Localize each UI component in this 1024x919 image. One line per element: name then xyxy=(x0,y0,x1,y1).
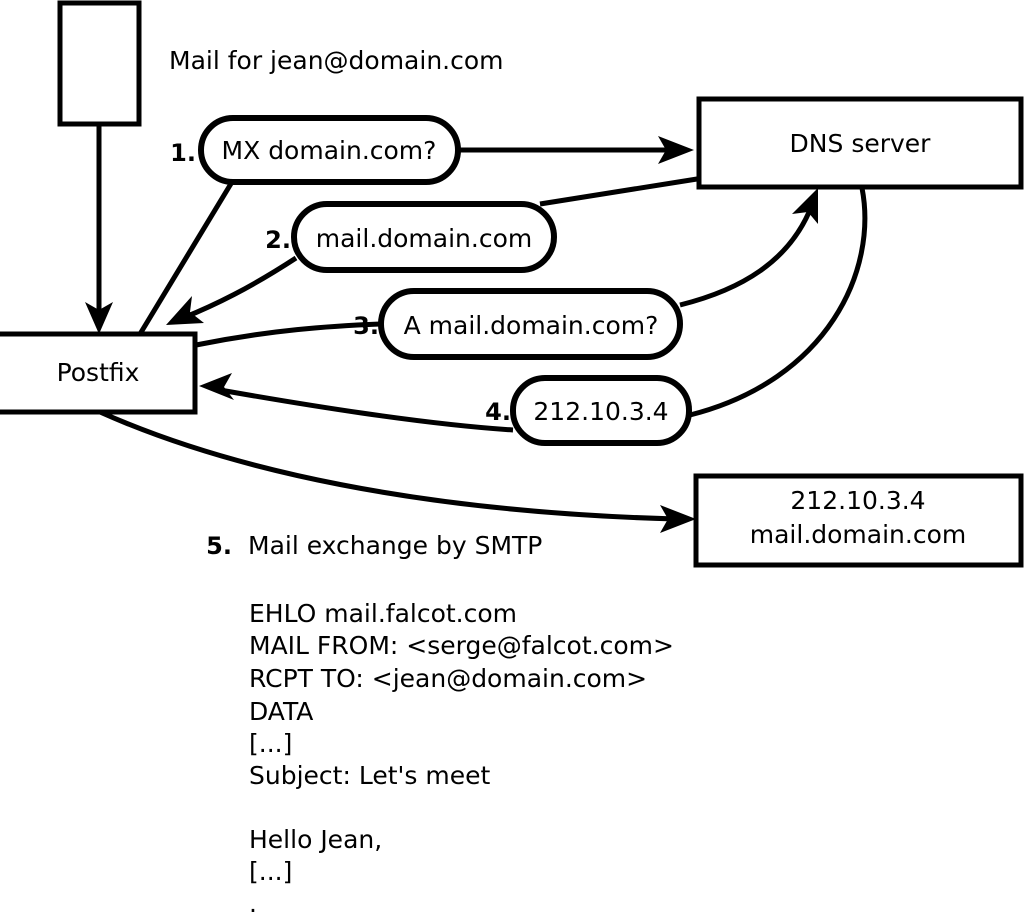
step-1-number: 1. xyxy=(170,139,196,167)
smtp-line-1: EHLO mail.falcot.com xyxy=(249,599,517,628)
step-5-number: 5. xyxy=(206,532,232,560)
edge-step3-to-dns xyxy=(679,188,818,308)
postfix-label: Postfix xyxy=(57,358,140,387)
edge-postfix-to-mailserver xyxy=(98,409,696,533)
step-3-bubble[interactable]: A mail.domain.com? xyxy=(378,288,683,360)
dns-server-label: DNS server xyxy=(790,129,932,158)
edge-step2-to-postfix xyxy=(166,255,298,325)
mail-server-hostname: mail.domain.com xyxy=(750,520,966,549)
edge-postfix-to-step1 xyxy=(137,180,235,336)
step-2-text: mail.domain.com xyxy=(316,224,532,253)
mail-for-caption: Mail for jean@domain.com xyxy=(169,46,504,75)
step-4-text: 212.10.3.4 xyxy=(533,397,668,426)
node-mail-client[interactable] xyxy=(57,0,142,127)
smtp-line-10: . xyxy=(249,889,257,918)
smtp-line-5: [...] xyxy=(249,729,292,758)
step-4-bubble[interactable]: 212.10.3.4 xyxy=(510,375,692,446)
mail-server-ip: 212.10.3.4 xyxy=(790,486,925,515)
node-dns-server[interactable]: DNS server xyxy=(696,96,1024,190)
edge-dns-to-step4 xyxy=(689,187,868,418)
step-4-number: 4. xyxy=(485,398,511,426)
edge-step4-to-postfix xyxy=(199,373,514,433)
smtp-line-9: [...] xyxy=(249,857,292,886)
edge-client-to-postfix xyxy=(85,124,113,334)
smtp-line-3: RCPT TO: <jean@domain.com> xyxy=(249,664,647,693)
step-1-text: MX domain.com? xyxy=(222,136,437,165)
step-1-bubble[interactable]: MX domain.com? xyxy=(198,115,461,185)
step-3-text: A mail.domain.com? xyxy=(404,311,659,340)
step-3-number: 3. xyxy=(353,312,379,340)
step-5-label: Mail exchange by SMTP xyxy=(248,531,542,560)
node-mail-server[interactable]: 212.10.3.4 mail.domain.com xyxy=(693,473,1024,568)
step-2-number: 2. xyxy=(265,226,291,254)
smtp-line-2: MAIL FROM: <serge@falcot.com> xyxy=(249,631,674,660)
smtp-line-6: Subject: Let's meet xyxy=(249,761,490,790)
step-2-bubble[interactable]: mail.domain.com xyxy=(291,201,557,273)
node-postfix[interactable]: Postfix xyxy=(0,331,198,415)
smtp-line-4: DATA xyxy=(249,697,313,726)
edge-step1-to-dns xyxy=(460,136,694,164)
smtp-line-8: Hello Jean, xyxy=(249,825,382,854)
edge-postfix-to-step3 xyxy=(195,321,381,348)
edge-dns-to-step2 xyxy=(539,176,698,207)
